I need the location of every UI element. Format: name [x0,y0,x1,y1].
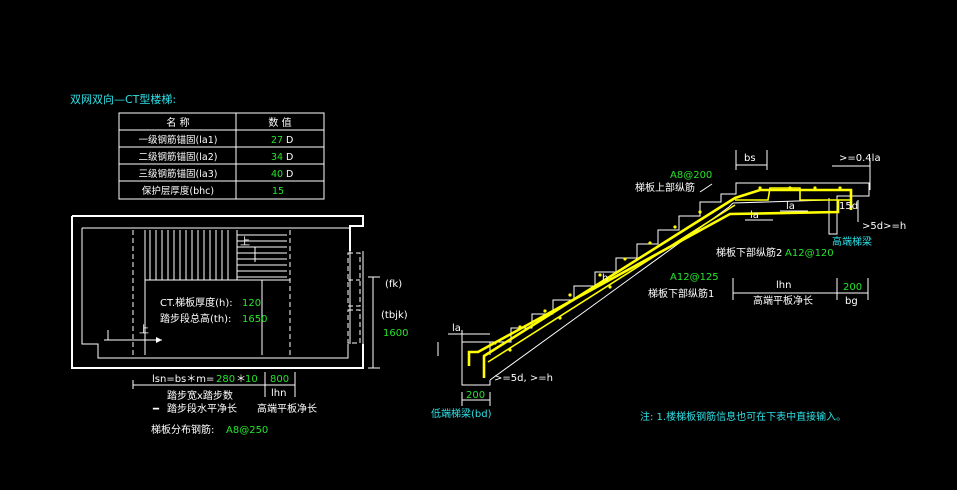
table-row-value[interactable]: 40 [271,169,283,180]
table-row-unit: D [286,169,293,180]
bottom-rebar1-value[interactable]: A12@125 [670,272,719,283]
bottom-rebar2-label: 梯板下部纵筋2 [716,246,782,259]
dim-lhn-value[interactable]: 800 [270,374,289,385]
15d-label: 15d [839,201,858,212]
table-header-value: 数 值 [268,116,291,129]
high-end-beam-label: 高端梯梁 [832,235,872,248]
tbjk-value[interactable]: 1600 [383,328,408,339]
table-row-name: 一级钢筋锚固(la1) [139,134,218,146]
up-label: 上 [240,236,250,248]
distribution-rebar-value[interactable]: A8@250 [226,425,268,436]
dim-lhn-label: lhn [271,388,286,399]
dim-m-value[interactable]: 10 [245,374,258,385]
bottom-rebar2-value[interactable]: A12@120 [785,248,834,259]
table-row-value[interactable]: 34 [271,152,283,163]
up-label: 上 [139,324,149,336]
la-label: la [786,201,795,212]
note-high-landing-length: 高端平板净长 [257,402,317,415]
low-end-beam-label: 低端梯梁(bd) [431,407,492,420]
note-dash: ━ [152,404,160,415]
min-5d-h-label: >5d>=h [862,221,906,232]
total-height-value[interactable]: 1650 [242,314,267,325]
table-header-name: 名 称 [166,116,189,129]
total-height-label: 踏步段总高(th): [160,312,231,325]
note-flight-length: 踏步段水平净长 [167,402,237,415]
note-step-width-count: 踏步宽x踏步数 [167,389,233,402]
table-row-unit: D [286,135,293,146]
top-rebar-label: 梯板上部纵筋 [635,181,695,194]
top-rebar-value[interactable]: A8@200 [670,170,712,181]
stair-plan-view: 上 上 CT.梯板厚度(h): 120 踏步段总高(th): 1650 (fk)… [71,215,408,436]
table-row-name: 二级钢筋锚固(la2) [139,151,218,163]
table-row-value[interactable]: 27 [271,135,283,146]
bottom-rebar1-label: 梯板下部纵筋1 [648,287,714,300]
table-row-name: 保护层厚度(bhc) [142,185,214,197]
table-row-name: 三级钢筋锚固(la3) [139,168,218,180]
lhn-description: 高端平板净长 [753,294,813,307]
tbjk-label: (tbjk) [381,310,408,321]
slab-thickness-label: CT.梯板厚度(h): [160,296,233,309]
low-beam-width-value[interactable]: 200 [466,390,485,401]
distribution-rebar-label: 梯板分布钢筋: [151,423,214,436]
table-row-value[interactable]: 15 [272,186,284,197]
h-label: h [602,273,608,284]
la-label: la [750,210,759,221]
lhn-label: lhn [776,280,791,291]
la-label: la [452,323,461,334]
parameter-table: 名 称 数 值 一级钢筋锚固(la1) 27 D 二级钢筋锚固(la2) 34 … [118,112,325,200]
anchor-04la-label: >=0.4la [839,153,881,164]
stair-section-view: A8@200 梯板上部纵筋 bs >=0.4la la la 15d >5d>=… [431,150,906,420]
low-end-anchor-label: >=5d, >=h [494,373,553,384]
slab-thickness-value[interactable]: 120 [242,298,261,309]
note-text: 注: 1.楼梯板钢筋信息也可在下表中直接输入。 [640,410,846,423]
diagram-title: 双网双向—CT型楼梯: [70,92,176,106]
dim-bs-value[interactable]: 280 [216,374,235,385]
bs-label: bs [744,153,756,164]
dim-times: ＊ [236,374,246,385]
dim-formula-prefix: lsn=bs＊m= [152,374,214,385]
bg-value[interactable]: 200 [843,282,862,293]
table-row-unit: D [286,152,293,163]
fk-label: (fk) [385,279,402,290]
bg-label: bg [845,296,858,307]
